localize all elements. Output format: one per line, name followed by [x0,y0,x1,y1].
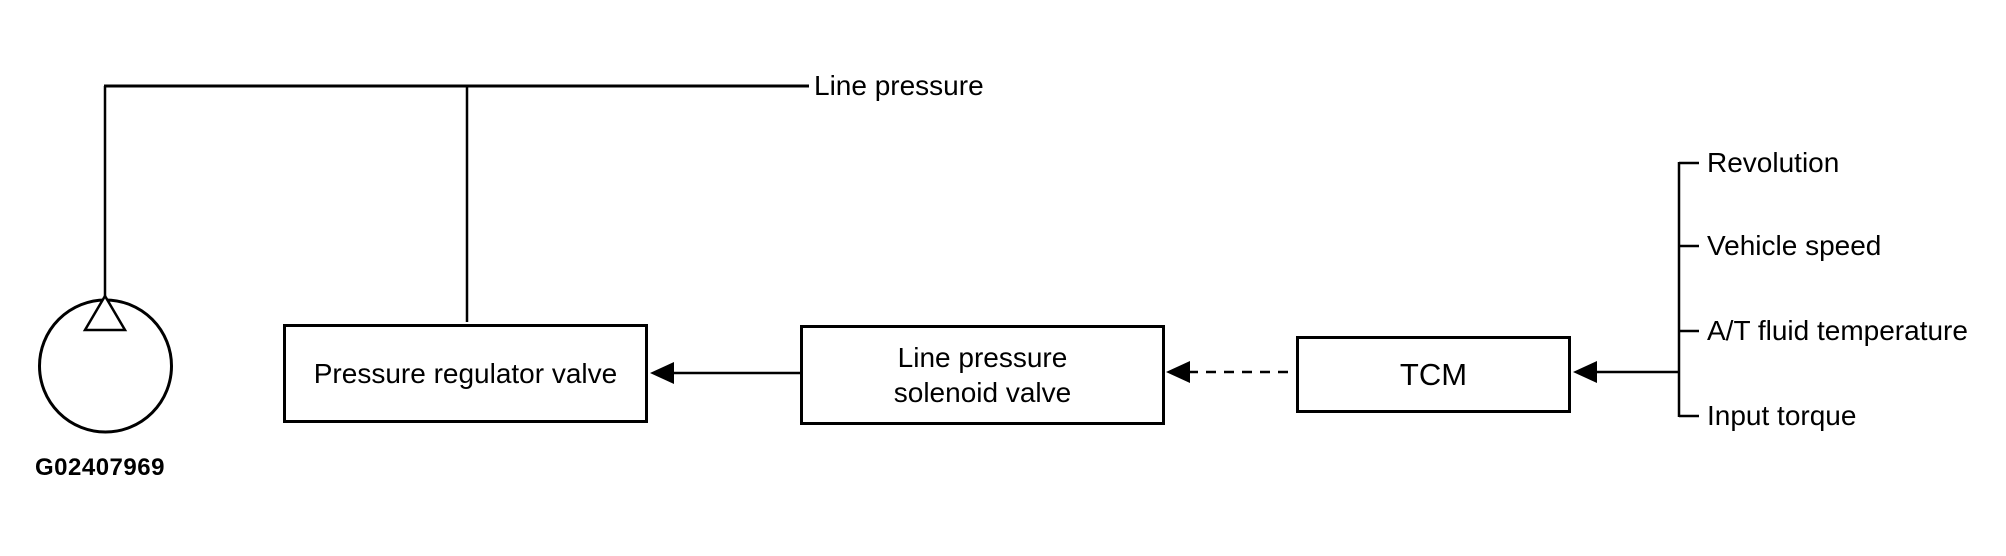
line-pressure-label: Line pressure [814,70,984,101]
pressure-regulator-valve-label: Pressure regulator valve [313,358,618,389]
arrowhead-into-tcm [1573,361,1597,383]
figure-id-text: G02407969 [35,454,165,481]
pump-triangle-icon [82,293,128,332]
solenoid-valve-label-line1: Line pressure [897,342,1068,373]
input-label-input-torque: Input torque [1707,400,1857,431]
tcm-label: TCM [1399,356,1468,392]
arrowhead-into-regulator [650,362,674,384]
input-label-vehicle-speed: Vehicle speed [1707,230,1882,261]
input-label-at-fluid-temperature: A/T fluid temperature [1707,315,1968,346]
line-pressure-solenoid-valve-box: Line pressure solenoid valve [800,325,1165,425]
solenoid-valve-label-line2: solenoid valve [893,377,1072,408]
pressure-regulator-valve-box: Pressure regulator valve [283,324,648,423]
input-label-revolution: Revolution [1707,147,1840,178]
arrowhead-into-solenoid [1166,361,1190,383]
tcm-box: TCM [1296,336,1571,413]
